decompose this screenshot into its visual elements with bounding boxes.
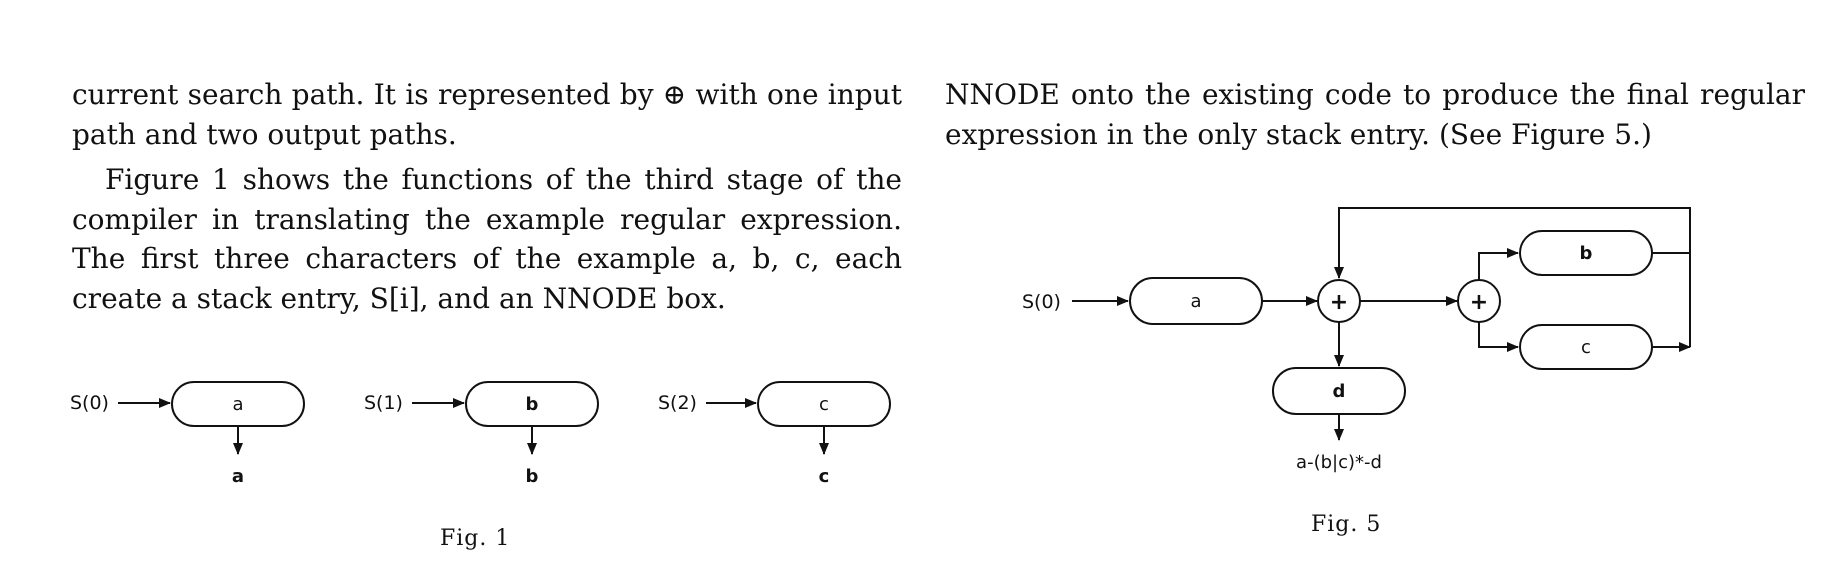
fig5-box-b-label: b	[1580, 243, 1593, 264]
figure-5-diagram: S(0) a + + b c d	[1022, 207, 1691, 473]
fig5-stack-label: S(0)	[1022, 291, 1061, 313]
fig1-stack-label-1: S(1)	[364, 392, 403, 414]
fig1-output-label-0: a	[232, 466, 244, 487]
fig5-arrow-or2-to-b	[1478, 248, 1519, 280]
fig1-output-label-2: c	[819, 466, 830, 487]
fig5-or-node-2-symbol: +	[1470, 290, 1488, 315]
fig1-output-label-1: b	[526, 466, 539, 487]
fig5-arrow-or2-to-c	[1478, 322, 1519, 352]
fig5-box-a-label: a	[1190, 291, 1201, 312]
left-paragraph-2: Figure 1 shows the functions of the thir…	[72, 163, 902, 315]
left-paragraph-1: current search path. It is represented b…	[72, 78, 902, 151]
right-paragraph-1: NNODE onto the existing code to produce …	[945, 78, 1805, 151]
fig1-box-label-2: c	[819, 394, 829, 415]
fig1-node-2: S(2) c c	[658, 381, 891, 487]
fig5-or-node-1-symbol: +	[1330, 290, 1348, 315]
figure-1-caption: Fig. 1	[440, 526, 511, 551]
figure-1-diagram: S(0) a a S(1) b b S(2) c c	[70, 381, 891, 487]
fig5-box-c-label: c	[1581, 337, 1591, 358]
fig1-node-1: S(1) b b	[364, 381, 599, 487]
fig1-box-label-0: a	[232, 394, 243, 415]
fig5-box-d-label: d	[1333, 381, 1346, 402]
fig5-result-expression: a-(b|c)*-d	[1296, 452, 1382, 473]
figure-5-caption: Fig. 5	[1311, 512, 1382, 537]
fig1-box-label-1: b	[526, 394, 539, 415]
fig5-loop-back-arrow	[1334, 207, 1691, 347]
fig1-stack-label-2: S(2)	[658, 392, 697, 414]
fig1-node-0: S(0) a a	[70, 381, 305, 487]
figure-1: S(0) a a S(1) b b S(2) c c	[0, 370, 900, 510]
left-column: current search path. It is represented b…	[72, 75, 902, 318]
right-column: NNODE onto the existing code to produce …	[945, 75, 1805, 154]
fig1-stack-label-0: S(0)	[70, 392, 109, 414]
figure-5: S(0) a + + b c d	[1010, 198, 1800, 488]
